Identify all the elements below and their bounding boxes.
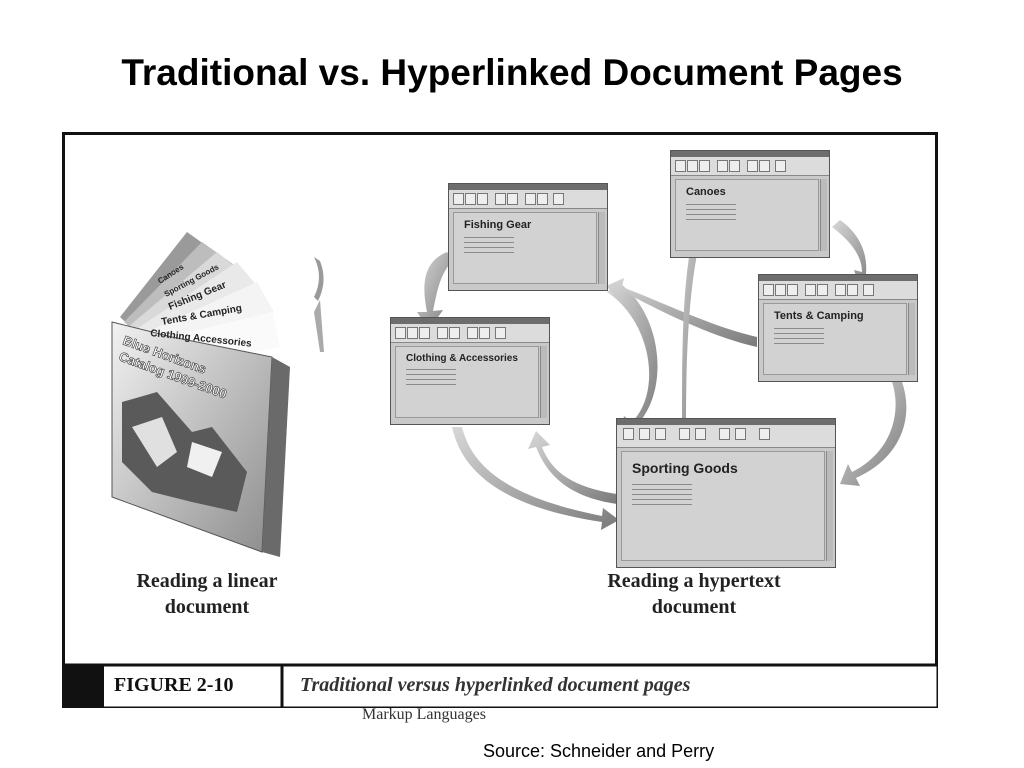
catalog-booklet-illustration [111, 232, 324, 557]
caption-black-tab [62, 665, 104, 708]
window-title-clothing-accessories: Clothing & Accessories [406, 353, 518, 364]
linear-document-label: Reading a linear document [102, 568, 312, 620]
window-title-canoes: Canoes [686, 186, 726, 198]
caption-bar [62, 663, 938, 708]
figure-caption: Traditional versus hyperlinked document … [300, 674, 691, 696]
window-title-fishing-gear: Fishing Gear [464, 219, 532, 231]
hyperlink-arrows [417, 207, 907, 530]
window-tents-camping[interactable]: Tents & Camping [758, 274, 918, 382]
window-sporting-goods[interactable]: Sporting Goods [616, 418, 836, 568]
footer-partial-text: Markup Languages [362, 706, 486, 723]
linear-label-line-2: document [164, 596, 250, 618]
hypertext-document-label: Reading a hypertext document [574, 568, 814, 620]
window-title-sporting-goods: Sporting Goods [632, 460, 738, 476]
slide-title: Traditional vs. Hyperlinked Document Pag… [121, 52, 903, 93]
figure-panel: Canoes Sporting Goods Fishing Gear Tents… [62, 132, 938, 708]
figure-number: FIGURE 2-10 [114, 674, 234, 696]
source-credit: Source: Schneider and Perry [483, 741, 715, 761]
window-fishing-gear[interactable]: Fishing Gear [448, 183, 608, 291]
hypertext-label-line-1: Reading a hypertext [607, 570, 781, 592]
window-title-tents-camping: Tents & Camping [774, 310, 864, 322]
linear-label-line-1: Reading a linear [136, 570, 278, 592]
window-clothing-accessories[interactable]: Clothing & Accessories [390, 317, 550, 425]
window-canoes[interactable]: Canoes [670, 150, 830, 258]
hypertext-label-line-2: document [651, 596, 737, 618]
